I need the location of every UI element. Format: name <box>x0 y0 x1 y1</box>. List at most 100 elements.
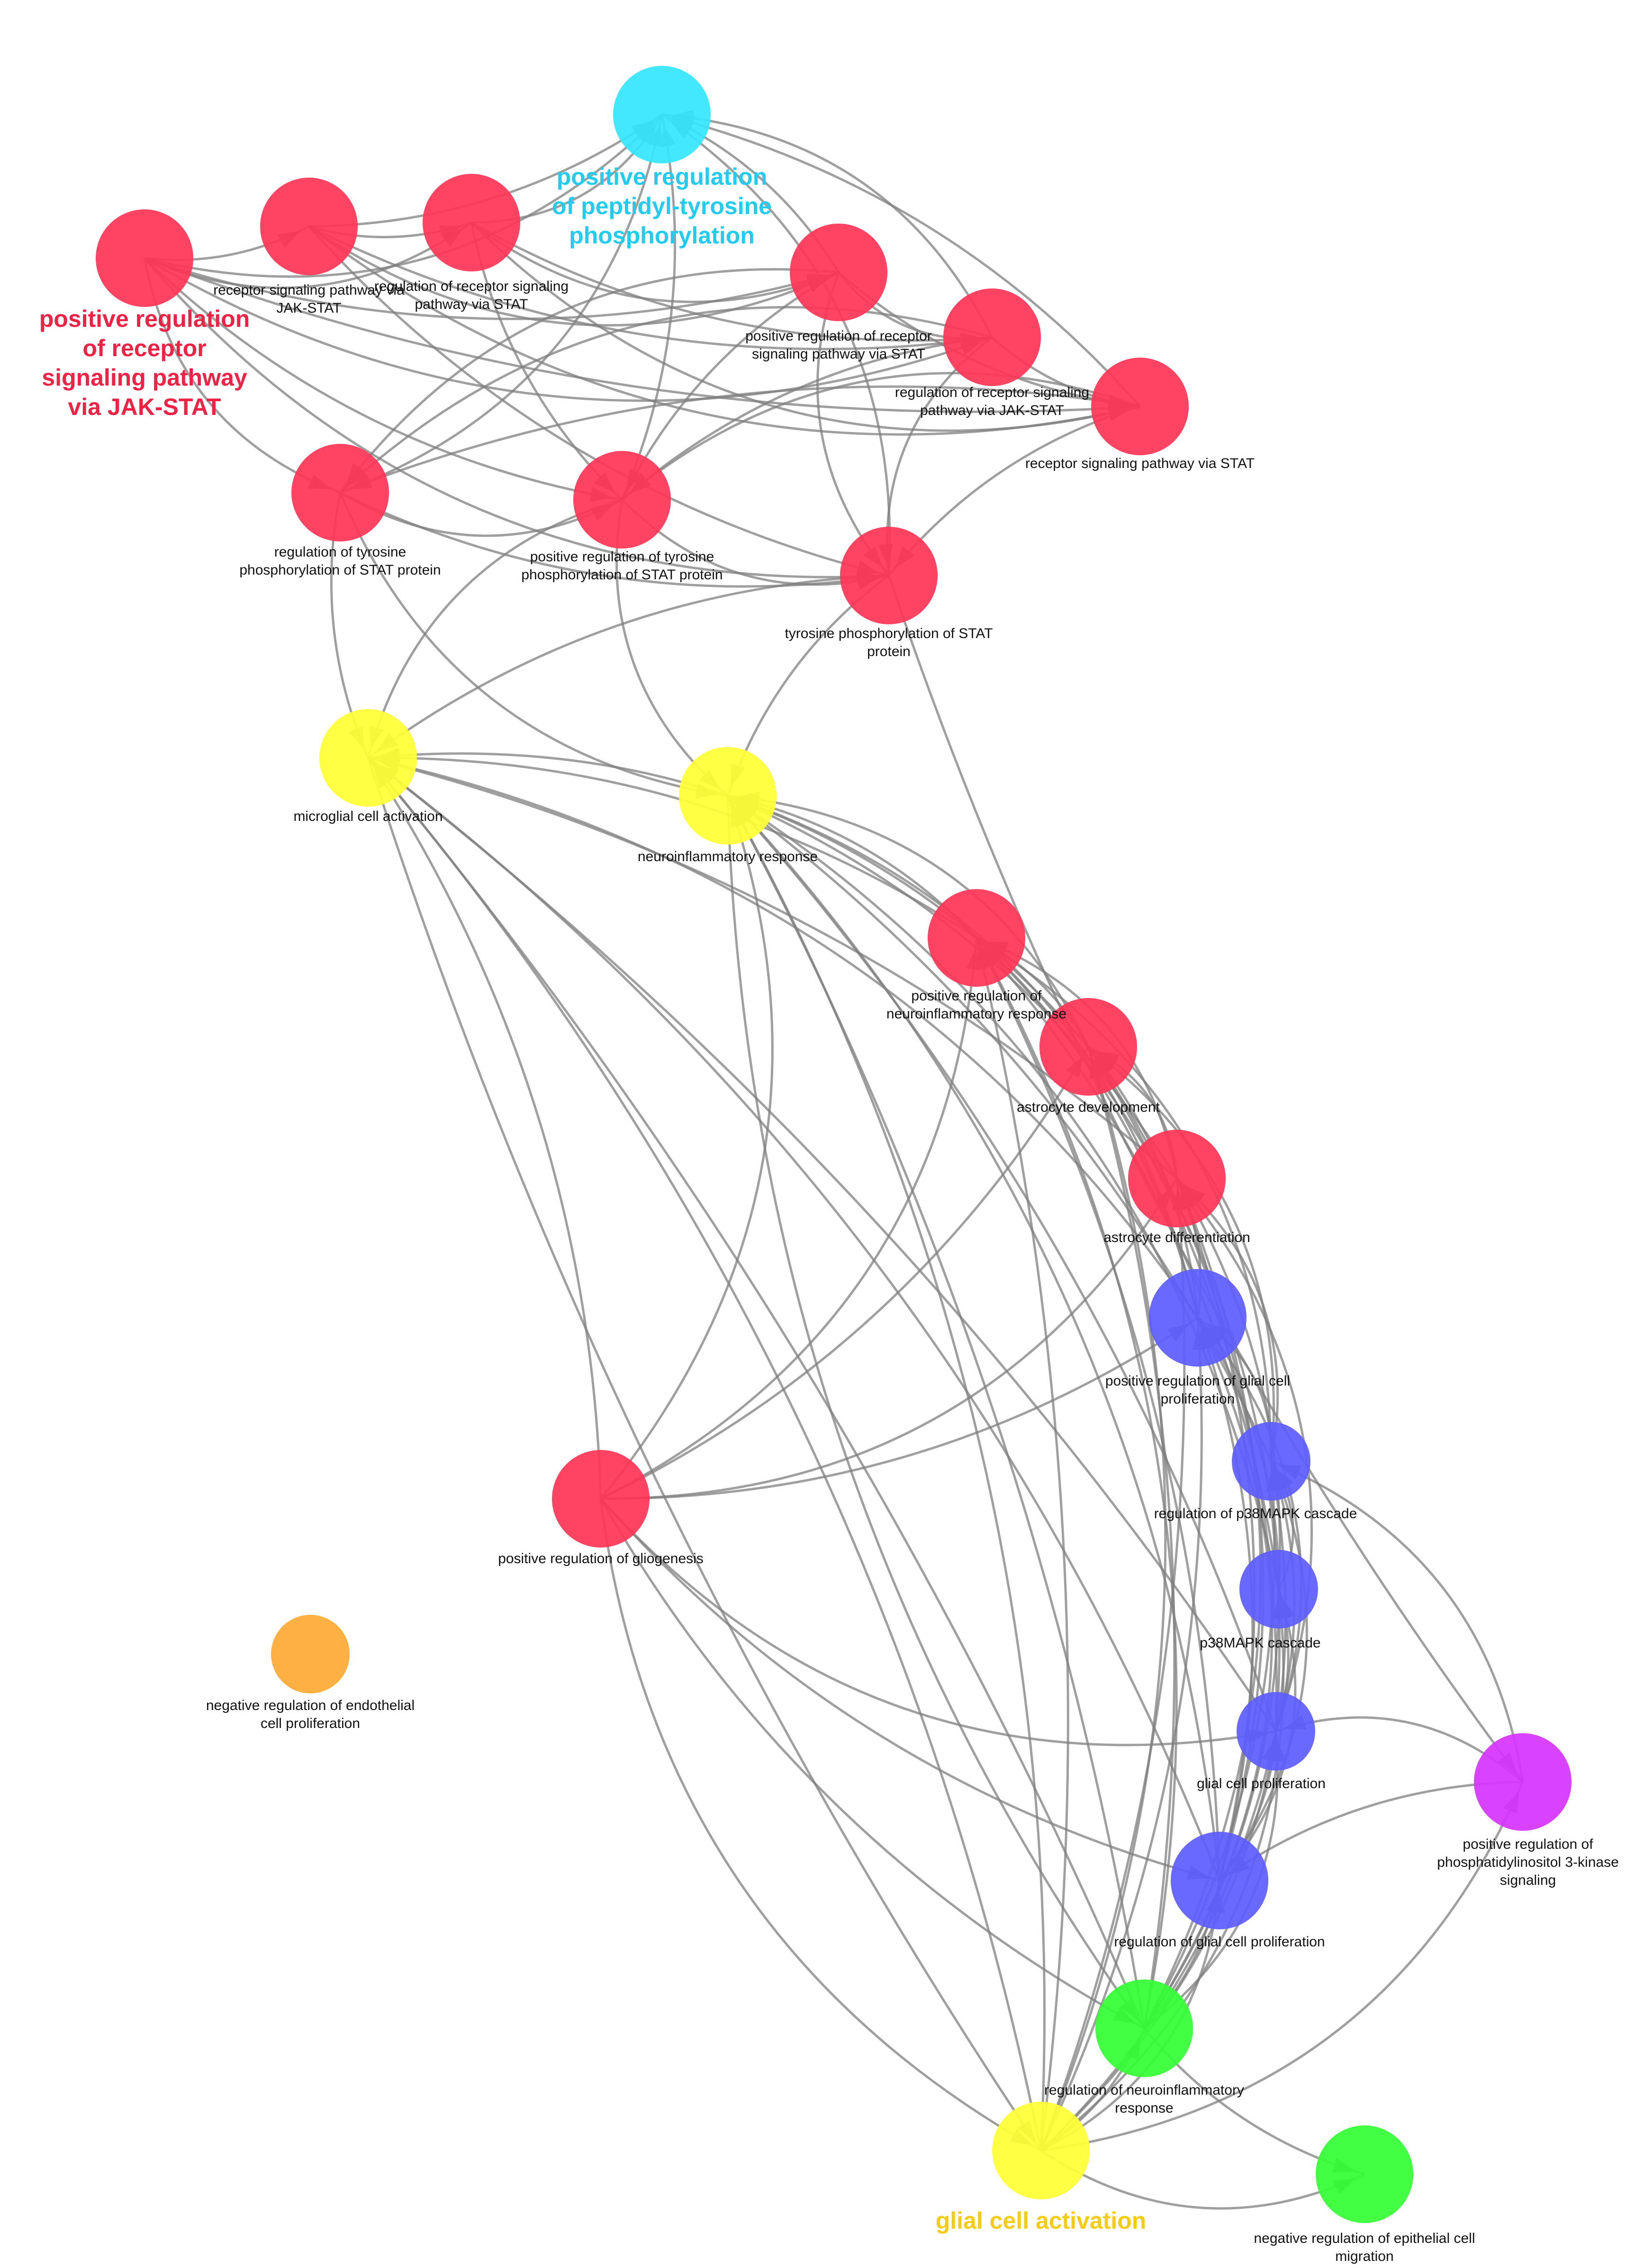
node-reg-receptor-jak-stat[interactable] <box>943 288 1041 386</box>
edge-n17-n16 <box>600 1316 1199 1500</box>
edge-n25-n11 <box>367 757 1042 2151</box>
node-neg-reg-epithelial-migration-label-line: migration <box>1335 2249 1393 2264</box>
edge-n10-n11 <box>367 574 889 759</box>
node-reg-p38mapk[interactable] <box>1232 1422 1310 1501</box>
node-pos-reg-peptidyl-tyrosine[interactable] <box>613 66 711 163</box>
node-receptor-stat-label: receptor signaling pathway via STAT <box>1025 456 1255 471</box>
node-pos-reg-receptor-stat-label-line: signaling pathway via STAT <box>752 346 925 362</box>
node-neuroinflammatory-response-label-line: neuroinflammatory response <box>638 849 818 864</box>
node-astrocyte-development[interactable] <box>1039 998 1137 1096</box>
node-pos-reg-receptor-stat[interactable] <box>790 224 887 321</box>
node-reg-p38mapk-label: regulation of p38MAPK cascade <box>1154 1506 1357 1521</box>
edge-n1-n10 <box>144 257 889 578</box>
edges-layer <box>143 109 1524 2210</box>
node-receptor-stat[interactable] <box>1091 358 1189 455</box>
node-tyrosine-stat-label-line: tyrosine phosphorylation of STAT <box>785 626 993 641</box>
node-glial-proliferation-label-line: glial cell proliferation <box>1197 1776 1326 1791</box>
node-p38mapk-label: p38MAPK cascade <box>1200 1635 1320 1651</box>
node-pos-reg-neuroinflammatory[interactable] <box>928 889 1025 987</box>
node-reg-glial-proliferation[interactable] <box>1171 1832 1268 1929</box>
edge-n25-n13 <box>975 937 1069 2151</box>
node-pos-reg-gliogenesis-label: positive regulation of gliogenesis <box>498 1551 704 1566</box>
edge-n9-n11 <box>367 498 623 758</box>
node-astrocyte-differentiation[interactable] <box>1128 1130 1226 1227</box>
edge-n7-n9 <box>621 372 1140 501</box>
node-neuroinflammatory-response[interactable] <box>679 747 777 845</box>
node-receptor-stat-label-line: receptor signaling pathway via STAT <box>1025 456 1255 471</box>
edge-n24-n12 <box>726 795 1146 2029</box>
edge-n24-n11 <box>367 757 1146 2029</box>
node-reg-neuroinflammatory-label-line: response <box>1115 2100 1173 2116</box>
node-receptor-jak-stat[interactable] <box>260 178 358 275</box>
node-pos-reg-gliogenesis[interactable] <box>552 1450 650 1548</box>
labels-layer: positive regulation of receptor signaling … <box>39 163 1619 2264</box>
node-pos-reg-tyrosine-stat[interactable] <box>573 451 671 549</box>
node-pos-reg-receptor-jak-stat-label-line: of receptor <box>82 335 206 361</box>
edge-n1-n6 <box>144 257 993 402</box>
edge-n8-n4 <box>340 114 663 494</box>
node-reg-glial-proliferation-label: regulation of glial cell proliferation <box>1114 1934 1325 1950</box>
node-reg-receptor-stat-label-line: pathway via STAT <box>415 297 528 312</box>
edge-n23-n12 <box>727 795 1221 1881</box>
edge-n2-n5 <box>308 225 840 327</box>
node-neg-reg-endothelial-label-line: negative regulation of endothelial <box>206 1698 415 1713</box>
node-microglial-activation-label: microglial cell activation <box>293 809 443 824</box>
node-reg-p38mapk-label-line: regulation of p38MAPK cascade <box>1154 1506 1357 1521</box>
node-pos-reg-gliogenesis-label-line: positive regulation of gliogenesis <box>498 1551 704 1566</box>
node-microglial-activation[interactable] <box>319 709 417 807</box>
node-tyrosine-stat[interactable] <box>840 527 938 624</box>
edge-n17-n21 <box>600 1498 1276 1746</box>
node-pos-reg-glial-proliferation[interactable] <box>1149 1269 1247 1367</box>
edge-n17-n24 <box>599 1498 1145 2030</box>
edge-n22-n18 <box>1271 1460 1524 1782</box>
node-pos-reg-peptidyl-tyrosine-label-line: positive regulation <box>557 163 768 190</box>
node-reg-receptor-jak-stat-label-line: regulation of receptor signaling <box>895 385 1089 400</box>
edge-n5-n8 <box>339 268 839 494</box>
node-neg-reg-endothelial-label-line: cell proliferation <box>261 1716 360 1731</box>
node-neg-reg-epithelial-migration[interactable] <box>1316 2125 1413 2223</box>
edge-n12-n24 <box>726 795 1146 2029</box>
node-reg-glial-proliferation-label-line: regulation of glial cell proliferation <box>1114 1934 1325 1950</box>
edge-n3-n6 <box>470 221 993 342</box>
node-reg-tyrosine-stat[interactable] <box>291 444 389 541</box>
edge-n18-n14 <box>1087 1046 1275 1462</box>
edge-n19-n12 <box>727 794 1280 1590</box>
edge-n17-n14 <box>600 1046 1090 1500</box>
edge-n17-n23 <box>600 1498 1220 1882</box>
edge-n25-n21 <box>1040 1731 1277 2151</box>
node-neg-reg-endothelial[interactable] <box>271 1615 350 1693</box>
edge-n24-n14 <box>1087 1046 1176 2029</box>
node-neuroinflammatory-response-label: neuroinflammatory response <box>638 849 818 864</box>
edge-n17-n25 <box>599 1498 1042 2152</box>
node-glial-activation[interactable] <box>992 2102 1090 2199</box>
edge-n1-n9 <box>144 257 623 501</box>
node-pos-reg-receptor-jak-stat[interactable] <box>96 209 193 307</box>
node-p38mapk[interactable] <box>1239 1550 1318 1629</box>
edge-n8-n12 <box>339 492 728 797</box>
node-pos-reg-pi3k[interactable] <box>1474 1733 1572 1831</box>
edge-n9-n12 <box>615 499 729 797</box>
node-pos-reg-tyrosine-stat-label-line: positive regulation of tyrosine <box>530 549 714 565</box>
node-pos-reg-receptor-jak-stat-label-line: signaling pathway <box>42 364 247 391</box>
node-glial-proliferation[interactable] <box>1237 1692 1315 1771</box>
edge-n17-n15 <box>600 1178 1178 1500</box>
edge-n2-n6 <box>308 225 993 351</box>
edge-n7-n4 <box>661 113 1141 407</box>
node-neg-reg-endothelial-label: negative regulation of endothelial cell p… <box>206 1698 415 1731</box>
edge-n7-n8 <box>340 385 1140 494</box>
edge-n25-n12 <box>726 795 1046 2151</box>
node-receptor-jak-stat-label-line: JAK-STAT <box>276 300 341 316</box>
node-pos-reg-neuroinflammatory-label-line: neuroinflammatory response <box>886 1006 1066 1022</box>
edge-n1-n7 <box>144 257 1140 413</box>
node-reg-receptor-stat[interactable] <box>423 174 520 271</box>
node-reg-neuroinflammatory[interactable] <box>1095 1980 1193 2077</box>
